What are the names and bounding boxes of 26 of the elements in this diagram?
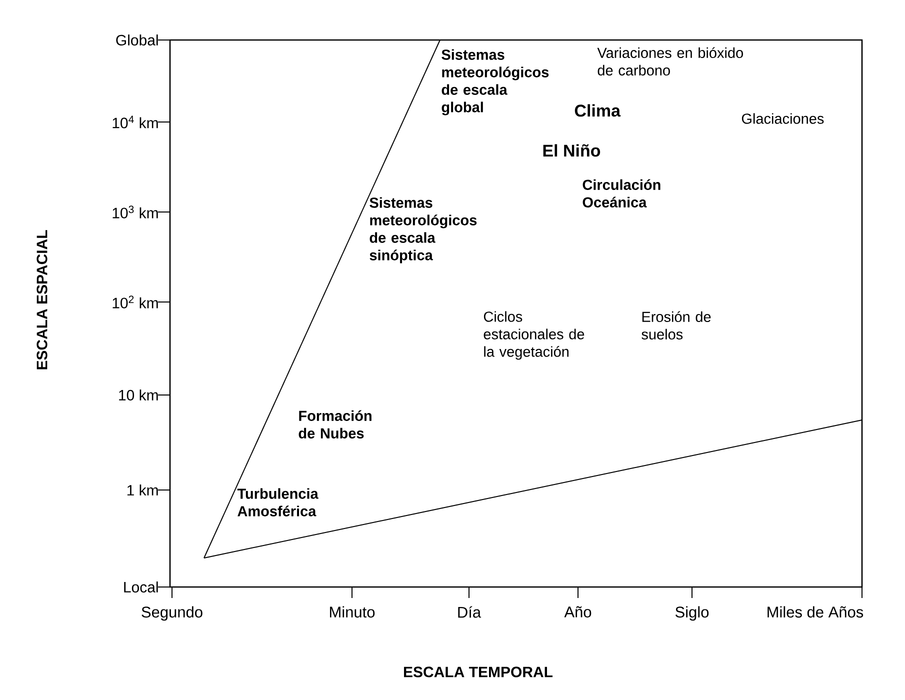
phenomenon-label: Clima [574,104,621,117]
phenomenon-label: Variaciones en bióxido de carbono [597,47,743,76]
phenomenon-label: Formación de Nubes [298,410,372,438]
phenomenon-label: Erosión de suelos [642,311,711,340]
tick-label: Segundo [142,606,202,621]
tick-label: Local [124,581,158,592]
phenomenon-label: Sistemas meteorológicos de escala global [442,49,549,116]
phenomenon-label: Circulación Oceánica [582,179,660,208]
phenomenon-label: Sistemas meteorológicos de escala sinóptica [370,197,477,264]
tick-label: Global [116,34,158,46]
tick-label: 10$^{4}$ km [112,116,158,128]
tick-label: 10 km [119,389,158,400]
tick-label: Minuto [330,606,375,618]
axis-title: ESCALA ESPACIAL [36,230,48,370]
phenomenon-label: Glaciaciones [742,113,824,124]
tick-label: 10$^{3}$ km [112,206,158,218]
tick-label: Año [564,606,592,618]
phenomenon-label: El Niño [543,144,600,157]
axis-title: ESCALA TEMPORAL [404,666,553,678]
tick-label: 10$^{2}$ km [112,296,158,308]
tick-label: Día [458,606,482,618]
phenomenon-label: Turbulencia Amosférica [237,488,318,516]
tick-label: Siglo [675,606,709,621]
tick-label: 1 km [127,484,158,496]
phenomenon-label: Ciclos estacionales de la vegetación [484,311,584,360]
tick-label: Miles de Años [768,606,864,618]
